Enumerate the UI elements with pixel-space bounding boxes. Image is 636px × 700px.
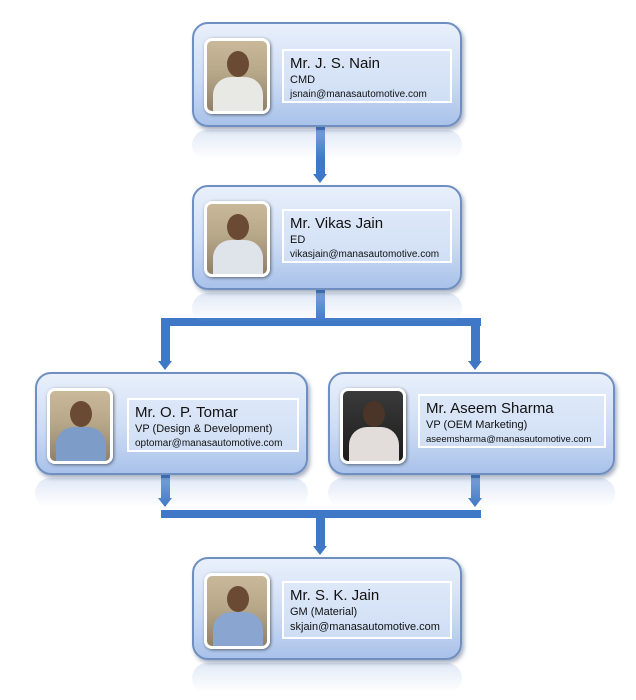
connector bbox=[161, 475, 170, 499]
avatar bbox=[204, 38, 270, 114]
avatar bbox=[340, 388, 406, 464]
info-box: Mr. O. P. Tomar VP (Design & Development… bbox=[127, 398, 299, 452]
org-node-gm: Mr. S. K. Jain GM (Material) skjain@mana… bbox=[192, 557, 462, 660]
connector bbox=[161, 318, 170, 362]
person-name: Mr. Aseem Sharma bbox=[426, 400, 554, 417]
person-name: Mr. O. P. Tomar bbox=[135, 404, 238, 421]
connector bbox=[161, 318, 481, 326]
person-name: Mr. S. K. Jain bbox=[290, 587, 380, 604]
person-title: CMD bbox=[290, 74, 316, 86]
node-reflection bbox=[192, 130, 462, 160]
connector bbox=[471, 318, 480, 362]
arrow-down-icon bbox=[158, 498, 172, 507]
node-reflection bbox=[328, 478, 615, 508]
avatar bbox=[204, 573, 270, 649]
arrow-down-icon bbox=[313, 546, 327, 555]
person-email: skjain@manasautomotive.com bbox=[290, 621, 440, 633]
info-box: Mr. Vikas Jain ED vikasjain@manasautomot… bbox=[282, 209, 452, 263]
info-box: Mr. J. S. Nain CMD jsnain@manasautomotiv… bbox=[282, 49, 452, 103]
person-name: Mr. Vikas Jain bbox=[290, 215, 384, 232]
connector bbox=[316, 127, 325, 175]
node-reflection bbox=[35, 478, 308, 508]
person-title: VP (OEM Marketing) bbox=[426, 419, 528, 431]
person-title: GM (Material) bbox=[290, 606, 358, 618]
person-email: optomar@manasautomotive.com bbox=[135, 438, 283, 449]
org-node-cmd: Mr. J. S. Nain CMD jsnain@manasautomotiv… bbox=[192, 22, 462, 127]
connector bbox=[471, 475, 480, 499]
connector bbox=[316, 290, 325, 326]
arrow-down-icon bbox=[158, 361, 172, 370]
arrow-down-icon bbox=[468, 361, 482, 370]
person-email: jsnain@manasautomotive.com bbox=[290, 89, 427, 100]
node-reflection bbox=[192, 293, 462, 323]
person-email: aseemsharma@manasautomotive.com bbox=[426, 434, 592, 445]
arrow-down-icon bbox=[468, 498, 482, 507]
node-reflection bbox=[192, 663, 462, 693]
info-box: Mr. Aseem Sharma VP (OEM Marketing) asee… bbox=[418, 394, 606, 448]
avatar bbox=[47, 388, 113, 464]
org-node-vp-design: Mr. O. P. Tomar VP (Design & Development… bbox=[35, 372, 308, 475]
person-name: Mr. J. S. Nain bbox=[290, 55, 381, 72]
org-node-ed: Mr. Vikas Jain ED vikasjain@manasautomot… bbox=[192, 185, 462, 290]
org-node-vp-marketing: Mr. Aseem Sharma VP (OEM Marketing) asee… bbox=[328, 372, 615, 475]
person-title: ED bbox=[290, 234, 306, 246]
arrow-down-icon bbox=[313, 174, 327, 183]
info-box: Mr. S. K. Jain GM (Material) skjain@mana… bbox=[282, 581, 452, 639]
connector bbox=[316, 510, 325, 547]
avatar bbox=[204, 201, 270, 277]
person-title: VP (Design & Development) bbox=[135, 423, 273, 435]
person-email: vikasjain@manasautomotive.com bbox=[290, 249, 440, 260]
